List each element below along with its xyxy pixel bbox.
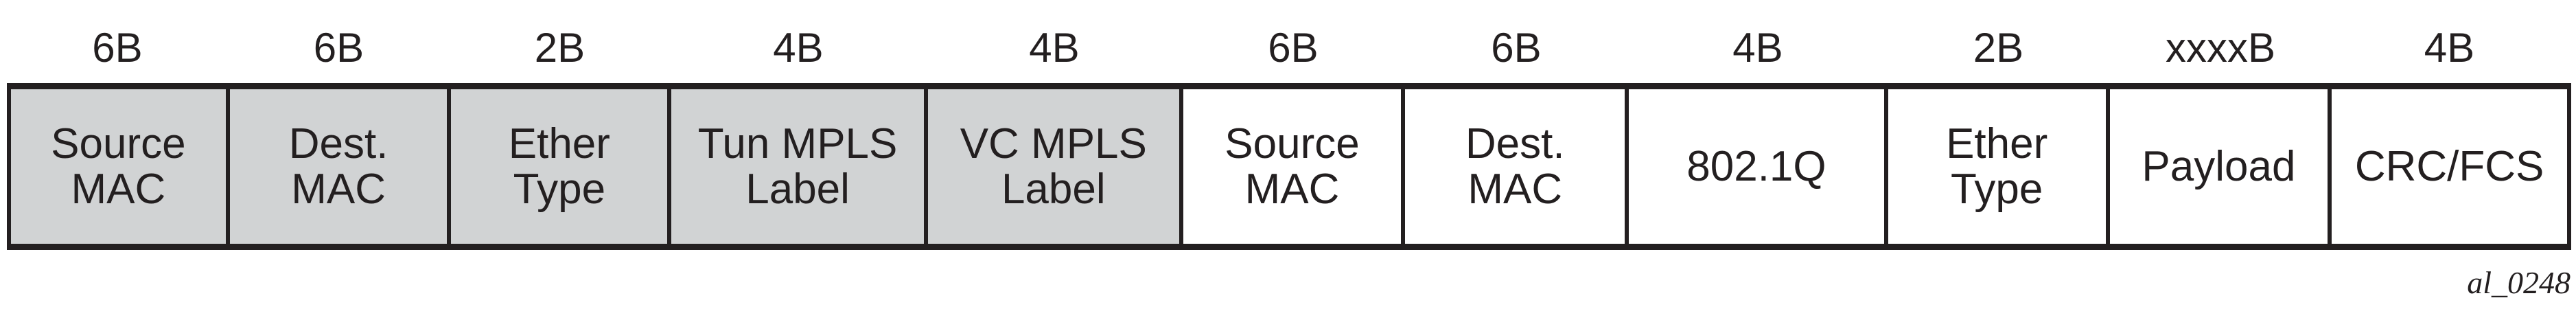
field-label: 802.1Q <box>1686 142 1826 190</box>
field-tun-mpls-label: Tun MPLS Label <box>671 89 928 244</box>
field-label: Payload <box>2142 142 2296 190</box>
field-size: 2B <box>1973 25 2024 71</box>
field-label: Source MAC <box>51 119 186 213</box>
field-802-1q: 802.1Q <box>1629 89 1888 244</box>
field-dest-mac: Dest. MAC <box>1405 89 1629 244</box>
field-size: 6B <box>1268 25 1319 71</box>
field-size: 2B <box>534 25 585 71</box>
field-size: 4B <box>1029 25 1080 71</box>
field-source-mac: Source MAC <box>1183 89 1406 244</box>
field-crc-fcs: CRC/FCS <box>2332 89 2567 244</box>
field-size: 4B <box>1732 25 1783 71</box>
field-label: Dest. MAC <box>288 119 388 213</box>
field-label: Dest. MAC <box>1465 119 1565 213</box>
field-label: Ether Type <box>508 119 610 213</box>
field-label: Ether Type <box>1946 119 2048 213</box>
field-label: CRC/FCS <box>2354 142 2544 190</box>
frame-format-diagram: Source MAC Dest. MAC Ether Type Tun MPLS… <box>7 83 2571 250</box>
field-ether-type: Ether Type <box>1888 89 2110 244</box>
field-size: 4B <box>2424 25 2475 71</box>
figure-id: al_0248 <box>2467 265 2571 300</box>
field-label: Tun MPLS Label <box>697 119 898 213</box>
field-size: 6B <box>313 25 364 71</box>
field-size: 6B <box>92 25 143 71</box>
field-outer-source-mac: Source MAC <box>11 89 230 244</box>
field-size: 4B <box>773 25 824 71</box>
field-size: 6B <box>1491 25 1542 71</box>
field-label: VC MPLS Label <box>960 119 1147 213</box>
field-outer-dest-mac: Dest. MAC <box>229 89 452 244</box>
field-size: xxxxB <box>2165 25 2276 71</box>
field-label: Source MAC <box>1225 119 1360 213</box>
field-outer-ether-type: Ether Type <box>451 89 672 244</box>
field-payload: Payload <box>2109 89 2332 244</box>
field-size-row: 6B 6B 2B 4B 4B 6B 6B 4B 2B xxxxB 4B <box>7 21 2571 76</box>
field-vc-mpls-label: VC MPLS Label <box>927 89 1183 244</box>
